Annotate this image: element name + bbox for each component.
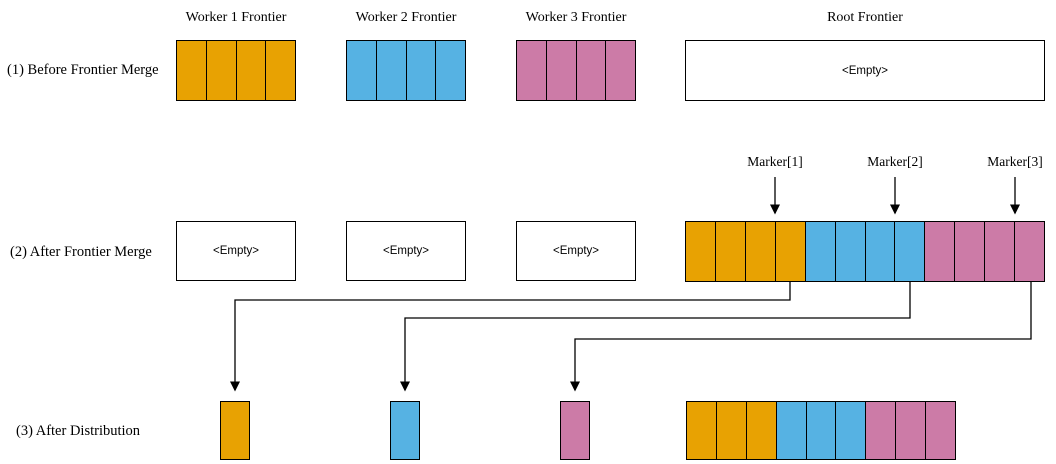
distribution-connector-worker2	[400, 282, 911, 392]
root-frontier-box-distributed	[686, 401, 956, 460]
worker3-frontier-box-distributed	[560, 401, 590, 460]
marker3-label: Marker[3]	[987, 154, 1043, 169]
frontier-cell-worker3	[985, 222, 1016, 281]
frontier-cell-worker2	[406, 41, 437, 100]
worker3-empty-label: <Empty>	[552, 245, 600, 257]
frontier-cell-worker2	[347, 41, 377, 100]
row3-label: (3) After Distribution	[16, 423, 141, 439]
frontier-cell-worker1	[775, 222, 806, 281]
frontier-cell-worker2	[806, 402, 837, 459]
frontier-cell-worker1	[266, 41, 295, 100]
worker2-frontier-box-before	[346, 40, 466, 101]
frontier-cell-worker1	[686, 222, 716, 281]
frontier-cell-worker1	[206, 41, 237, 100]
worker2-empty-label: <Empty>	[382, 245, 430, 257]
frontier-cell-worker3	[606, 41, 635, 100]
frontier-cell-worker3	[955, 222, 986, 281]
frontier-cell-worker2	[895, 222, 926, 281]
marker2-label: Marker[2]	[867, 154, 923, 169]
frontier-cell-worker1	[745, 222, 776, 281]
frontier-cell-worker2	[805, 222, 836, 281]
frontier-cell-worker1	[715, 222, 746, 281]
root-frontier-box-before: <Empty>	[685, 40, 1045, 101]
marker1-label: Marker[1]	[747, 154, 803, 169]
worker1-empty-label: <Empty>	[212, 245, 260, 257]
frontier-cell-worker1	[221, 402, 249, 459]
frontier-cell-worker2	[376, 41, 407, 100]
worker3-frontier-box-merged: <Empty>	[516, 221, 636, 281]
frontier-cell-worker2	[836, 402, 867, 459]
worker2-frontier-title: Worker 2 Frontier	[355, 10, 457, 25]
frontier-cell-worker1	[177, 41, 207, 100]
frontier-cell-worker2	[391, 402, 419, 459]
root-frontier-box-merged	[685, 221, 1045, 282]
frontier-cell-worker3	[517, 41, 547, 100]
distribution-connector-worker1	[230, 282, 791, 392]
frontier-cell-worker1	[746, 402, 777, 459]
frontier-cell-worker3	[896, 402, 927, 459]
frontier-cell-worker3	[546, 41, 577, 100]
worker1-frontier-box-distributed	[220, 401, 250, 460]
root-empty-label: <Empty>	[841, 64, 889, 77]
worker2-frontier-box-distributed	[390, 401, 420, 460]
worker1-frontier-title: Worker 1 Frontier	[185, 10, 287, 25]
frontier-cell-worker3	[576, 41, 607, 100]
worker3-frontier-title: Worker 3 Frontier	[525, 10, 627, 25]
row1-label: (1) Before Frontier Merge	[7, 62, 159, 78]
frontier-cell-worker2	[865, 222, 896, 281]
frontier-cell-worker2	[776, 402, 807, 459]
frontier-cell-worker1	[687, 402, 717, 459]
row2-label: (2) After Frontier Merge	[10, 244, 152, 260]
frontier-cell-worker3	[925, 222, 956, 281]
frontier-cell-worker3	[926, 402, 956, 459]
frontier-cell-worker3	[1015, 222, 1045, 281]
frontier-cell-worker1	[716, 402, 747, 459]
frontier-cell-worker2	[436, 41, 465, 100]
worker1-frontier-box-merged: <Empty>	[176, 221, 296, 281]
frontier-cell-worker3	[561, 402, 589, 459]
distribution-connector-worker3	[570, 282, 1032, 392]
frontier-cell-worker1	[236, 41, 267, 100]
frontier-cell-worker2	[835, 222, 866, 281]
root-frontier-title: Root Frontier	[827, 10, 903, 25]
worker2-frontier-box-merged: <Empty>	[346, 221, 466, 281]
worker1-frontier-box-before	[176, 40, 296, 101]
worker3-frontier-box-before	[516, 40, 636, 101]
frontier-cell-worker3	[866, 402, 897, 459]
